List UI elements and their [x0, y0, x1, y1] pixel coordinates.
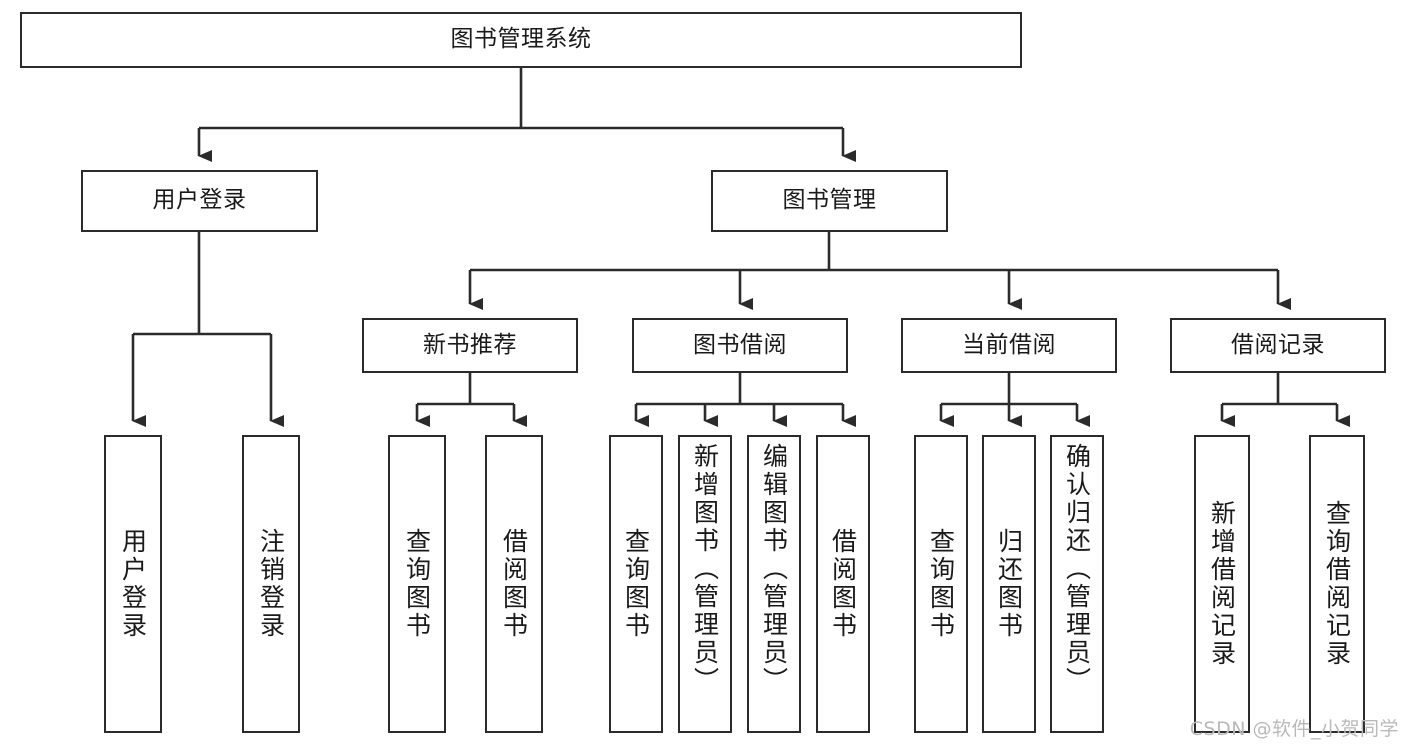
node-leaf-return-book[interactable]: 归还图书 [982, 435, 1036, 733]
node-leaf-borrow-book-2[interactable]: 借阅图书 [816, 435, 870, 733]
node-borrow-record-label: 借阅记录 [1231, 331, 1325, 358]
node-leaf-add-record-label: 新增借阅记录 [1207, 500, 1237, 668]
node-user-login[interactable]: 用户登录 [81, 170, 318, 232]
node-root-label: 图书管理系统 [450, 26, 592, 53]
node-leaf-query-book-2-label: 查询图书 [621, 528, 651, 640]
node-user-login-label: 用户登录 [152, 187, 247, 214]
node-leaf-query-book-1[interactable]: 查询图书 [388, 435, 446, 733]
node-leaf-confirm-return[interactable]: 确认归还（管理员） [1050, 435, 1104, 733]
node-leaf-edit-book-label: 编辑图书（管理员） [759, 443, 789, 695]
node-leaf-return-book-label: 归还图书 [994, 528, 1024, 640]
node-leaf-borrow-book-2-label: 借阅图书 [828, 528, 858, 640]
node-leaf-confirm-return-label: 确认归还（管理员） [1062, 443, 1092, 695]
node-leaf-query-record[interactable]: 查询借阅记录 [1309, 435, 1365, 733]
node-leaf-query-book-3[interactable]: 查询图书 [914, 435, 968, 733]
node-leaf-user-login-label: 用户登录 [118, 528, 148, 640]
node-leaf-user-login[interactable]: 用户登录 [104, 435, 162, 733]
csdn-watermark: CSDN @软件_小贺同学 [1189, 718, 1399, 740]
node-leaf-query-book-2[interactable]: 查询图书 [609, 435, 663, 733]
node-borrow-record[interactable]: 借阅记录 [1170, 318, 1386, 373]
node-leaf-borrow-book-1[interactable]: 借阅图书 [485, 435, 543, 733]
node-book-borrow-label: 图书借阅 [693, 331, 787, 358]
node-current-borrow-label: 当前借阅 [962, 331, 1056, 358]
node-leaf-logout-login[interactable]: 注销登录 [242, 435, 300, 733]
node-book-manage[interactable]: 图书管理 [711, 170, 948, 232]
node-leaf-borrow-book-1-label: 借阅图书 [499, 528, 529, 640]
node-new-book-recommend-label: 新书推荐 [423, 331, 517, 358]
node-new-book-recommend[interactable]: 新书推荐 [362, 318, 578, 373]
node-current-borrow[interactable]: 当前借阅 [901, 318, 1117, 373]
node-leaf-edit-book[interactable]: 编辑图书（管理员） [747, 435, 801, 733]
node-leaf-logout-login-label: 注销登录 [256, 528, 286, 640]
node-leaf-add-record[interactable]: 新增借阅记录 [1194, 435, 1250, 733]
node-book-manage-label: 图书管理 [782, 187, 877, 214]
node-leaf-add-book-label: 新增图书（管理员） [690, 443, 720, 695]
node-leaf-query-record-label: 查询借阅记录 [1322, 500, 1352, 668]
node-leaf-query-book-1-label: 查询图书 [402, 528, 432, 640]
node-book-borrow[interactable]: 图书借阅 [632, 318, 848, 373]
node-root[interactable]: 图书管理系统 [20, 12, 1022, 68]
node-leaf-query-book-3-label: 查询图书 [926, 528, 956, 640]
node-leaf-add-book[interactable]: 新增图书（管理员） [678, 435, 732, 733]
